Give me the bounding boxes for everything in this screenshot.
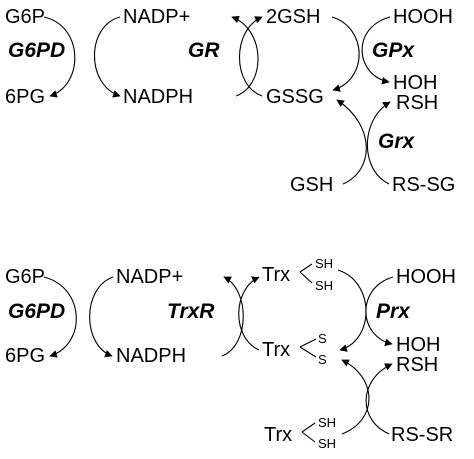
gsh-label: GSH	[290, 174, 334, 196]
gr-nadph-to-nadp-arrow	[231, 15, 259, 97]
gpx-2gsh-to-gssg-arrow	[331, 16, 360, 92]
g6pd-nadp-to-nadph-arrow	[93, 16, 121, 98]
nadph-label-top: NADPH	[123, 86, 194, 108]
trx-oxidized-s-bottom: S	[318, 352, 327, 367]
trx-reduced-label: Trx	[262, 264, 291, 286]
hoh-label-top: HOH	[393, 72, 438, 94]
prx-enzyme: Prx	[376, 300, 410, 323]
hooh-label-bottom: HOOH	[396, 266, 456, 288]
hooh-label-top: HOOH	[393, 6, 453, 28]
trx-oxidized-label: Trx	[262, 339, 291, 361]
g6pd-g6p-to-6pg-arrow-bottom	[43, 276, 77, 358]
grx-rs-sg-to-rsh-arrow	[366, 101, 391, 185]
g6p-label-top: G6P	[5, 6, 46, 28]
gpx-enzyme: GPx	[372, 39, 415, 62]
g6p-label-bottom: G6P	[5, 266, 46, 288]
trxr-enzyme: TrxR	[167, 300, 215, 323]
rssr-to-rsh-arrow	[365, 363, 393, 435]
trx-bottom-label: Trx	[264, 424, 293, 446]
gssg-label: GSSG	[266, 86, 324, 108]
gr-gssg-to-2gsh-arrow	[239, 16, 263, 97]
nadp-plus-label-bottom: NADP+	[116, 266, 184, 288]
2gsh-label: 2GSH	[266, 6, 321, 28]
g6pd-enzyme-bottom: G6PD	[8, 300, 66, 323]
rs-sr-label: RS-SR	[391, 424, 454, 446]
hoh-label-bottom: HOH	[396, 334, 441, 356]
nadp-plus-label-top: NADP+	[123, 6, 191, 28]
grx-gsh-to-gssg-arrow	[336, 99, 367, 185]
trxr-trxss-to-trxsh-arrow	[238, 276, 260, 351]
g6pd-nadp-to-nadph-arrow-bottom	[89, 276, 114, 358]
prx-trxsh-to-trxss-arrow	[337, 269, 367, 352]
6pg-label-top: 6PG	[5, 86, 46, 108]
prx-hooh-to-hoh-arrow	[365, 276, 394, 347]
rsh-label-top: RSH	[396, 92, 439, 114]
trx-reduced-bonds	[299, 263, 313, 284]
6pg-label-bottom: 6PG	[5, 345, 46, 367]
trx-bottom-to-trxss-arrow	[341, 359, 370, 435]
gr-enzyme: GR	[188, 39, 220, 62]
grx-enzyme: Grx	[378, 130, 415, 153]
trx-bottom-sh-bottom: SH	[318, 436, 337, 451]
trx-reduced-sh-top: SH	[315, 256, 334, 271]
trx-oxidized-bonds	[299, 338, 317, 358]
nadph-label-bottom: NADPH	[116, 345, 187, 367]
g6pd-g6p-to-6pg-arrow	[43, 16, 76, 98]
g6pd-enzyme-top: G6PD	[8, 39, 66, 62]
trx-oxidized-s-top: S	[318, 331, 327, 346]
trx-bottom-bonds	[301, 422, 316, 443]
trxr-nadph-to-nadp-arrow	[221, 276, 244, 357]
gpx-hooh-to-hoh-arrow	[361, 16, 391, 85]
trx-reduced-sh-bottom: SH	[315, 278, 334, 293]
trx-bottom-sh-top: SH	[318, 415, 337, 430]
rsh-label-bottom: RSH	[396, 354, 439, 376]
rs-sg-label: RS-SG	[392, 174, 456, 196]
